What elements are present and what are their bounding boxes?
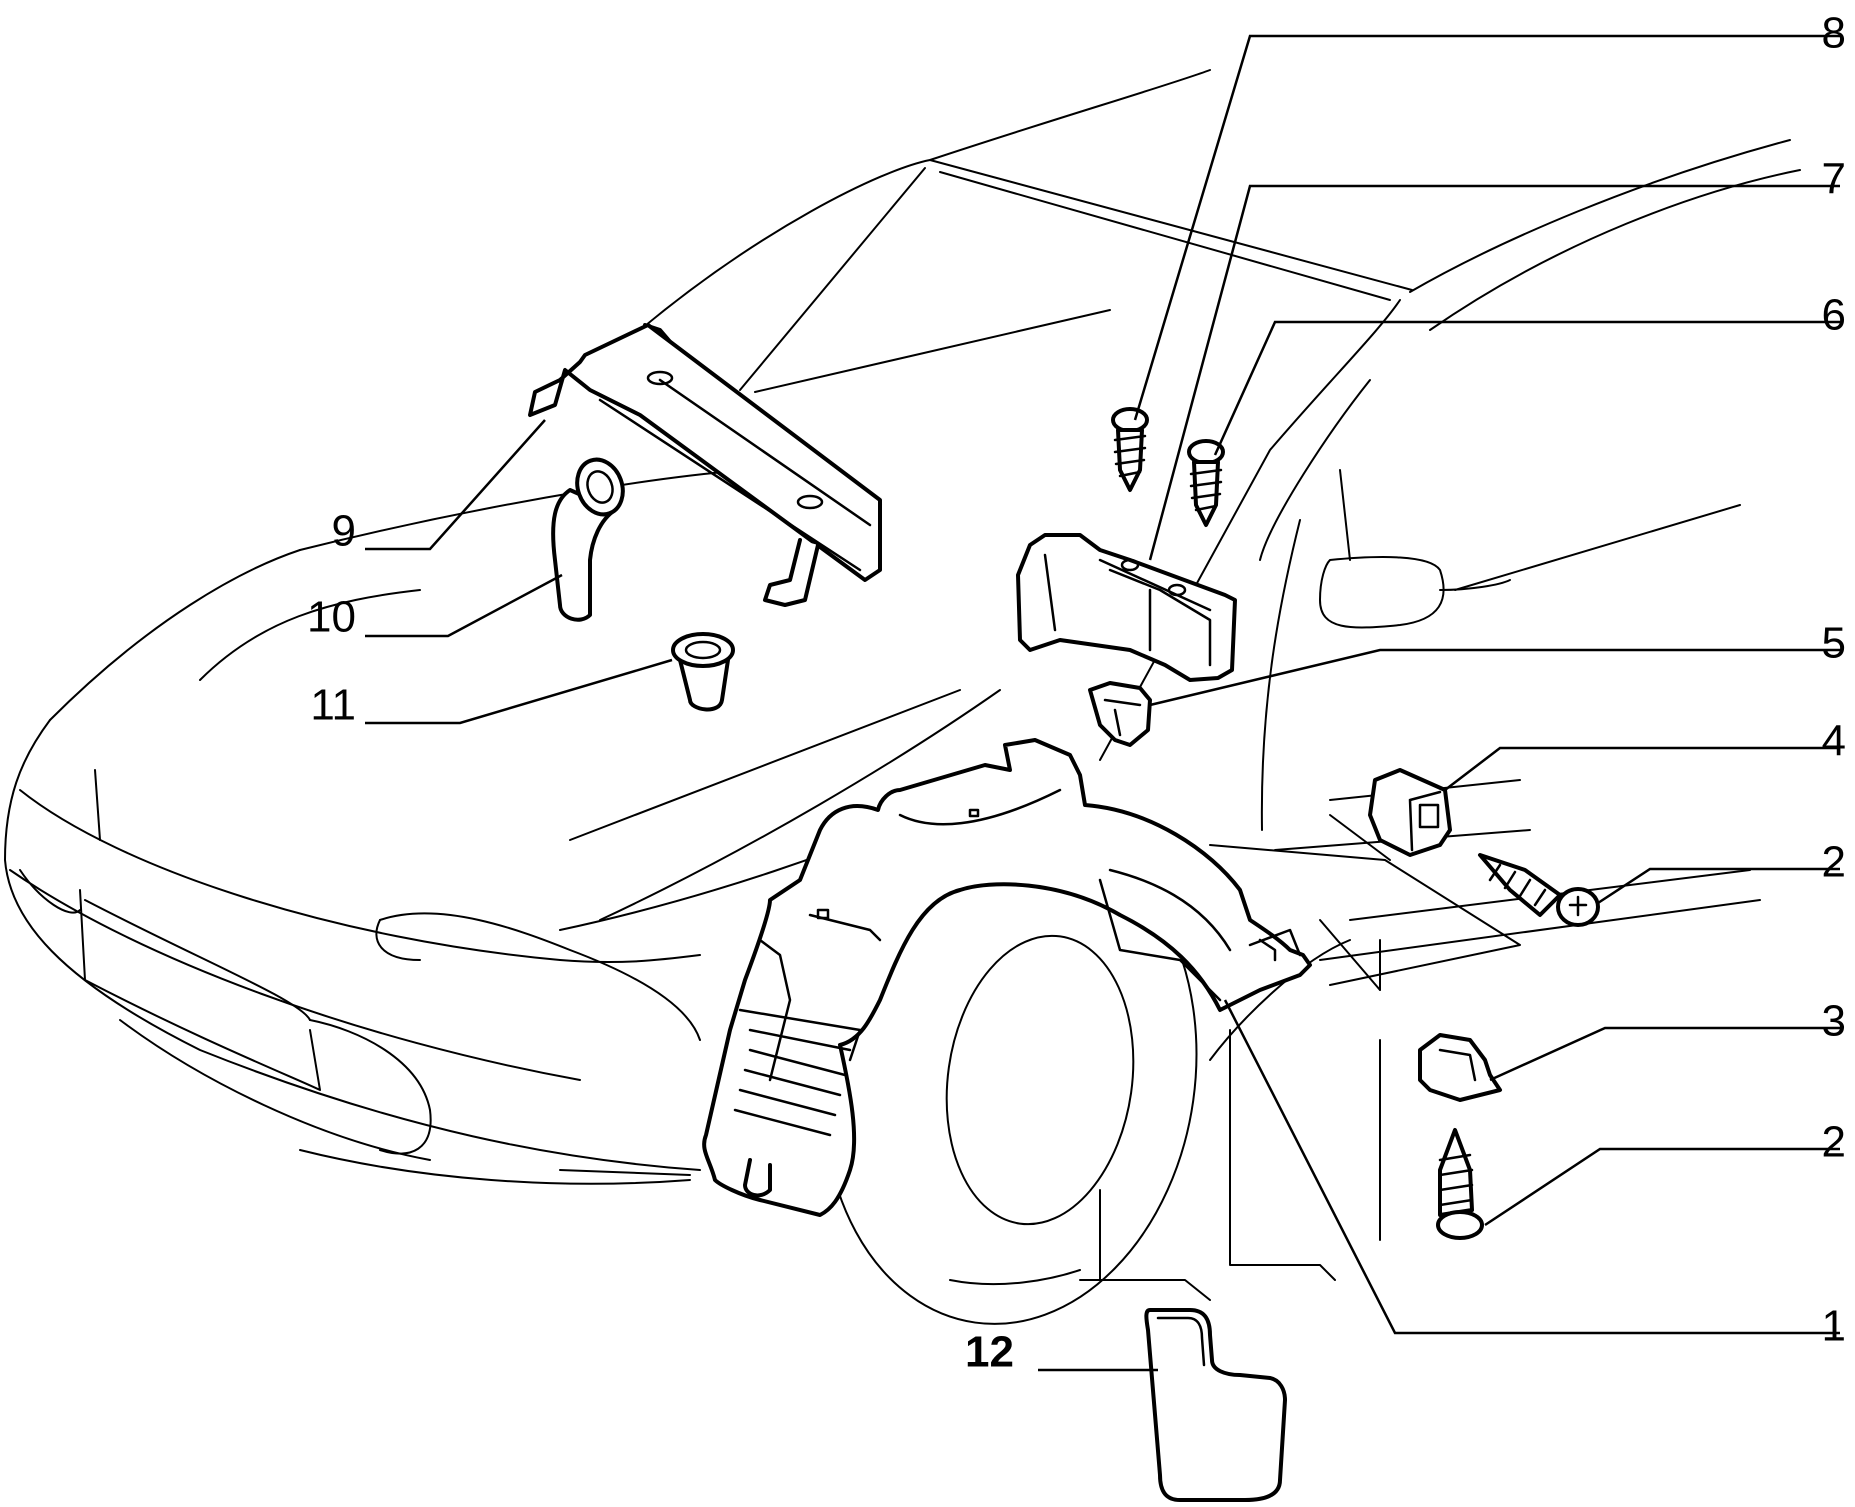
callout-11: 11 bbox=[310, 681, 356, 730]
part-11-plug bbox=[671, 632, 735, 712]
leader-1 bbox=[1223, 999, 1840, 1335]
part-4-nut-clip bbox=[1368, 768, 1452, 857]
callout-7: 7 bbox=[1822, 155, 1846, 204]
callout-labels: 8 7 6 5 4 2 3 2 1 9 10 11 12 bbox=[307, 9, 1846, 1377]
callout-4: 4 bbox=[1822, 717, 1846, 766]
callout-5: 5 bbox=[1822, 619, 1846, 668]
car-body-outline bbox=[4, 69, 1801, 1325]
leader-3 bbox=[1489, 1026, 1840, 1082]
part-10-hose-elbow bbox=[551, 457, 625, 622]
part-1-wheel-arch-liner bbox=[702, 738, 1312, 1217]
callout-10: 10 bbox=[307, 593, 356, 642]
part-12-mud-flap bbox=[1144, 1308, 1287, 1502]
leader-11 bbox=[365, 658, 673, 725]
part-9-crossmember-bracket bbox=[528, 323, 882, 607]
part-2-screw-upper bbox=[1478, 853, 1600, 927]
leader-5 bbox=[1149, 648, 1840, 707]
leader-lines bbox=[365, 34, 1840, 1372]
part-6-screw bbox=[1187, 439, 1225, 527]
leader-8 bbox=[1133, 34, 1840, 421]
callout-6: 6 bbox=[1822, 291, 1846, 340]
part-3-clip bbox=[1418, 1033, 1502, 1102]
callout-8: 8 bbox=[1822, 9, 1846, 58]
callout-1: 1 bbox=[1822, 1302, 1846, 1351]
leader-4 bbox=[1444, 746, 1840, 791]
part-5-clip bbox=[1088, 681, 1152, 747]
part-7-bracket bbox=[1016, 533, 1237, 682]
leader-2b bbox=[1484, 1147, 1840, 1227]
callout-3: 3 bbox=[1822, 997, 1846, 1046]
callout-9: 9 bbox=[332, 507, 356, 556]
leader-6 bbox=[1213, 320, 1840, 456]
leader-2a bbox=[1597, 867, 1840, 905]
leader-7 bbox=[1148, 184, 1840, 561]
callout-2-upper: 2 bbox=[1822, 838, 1846, 887]
leader-10 bbox=[365, 573, 563, 638]
callout-2-lower: 2 bbox=[1822, 1118, 1846, 1167]
part-8-screw bbox=[1111, 407, 1149, 492]
callout-12: 12 bbox=[965, 1328, 1014, 1377]
leader-9 bbox=[365, 419, 546, 551]
part-2-screw-lower bbox=[1436, 1128, 1484, 1240]
